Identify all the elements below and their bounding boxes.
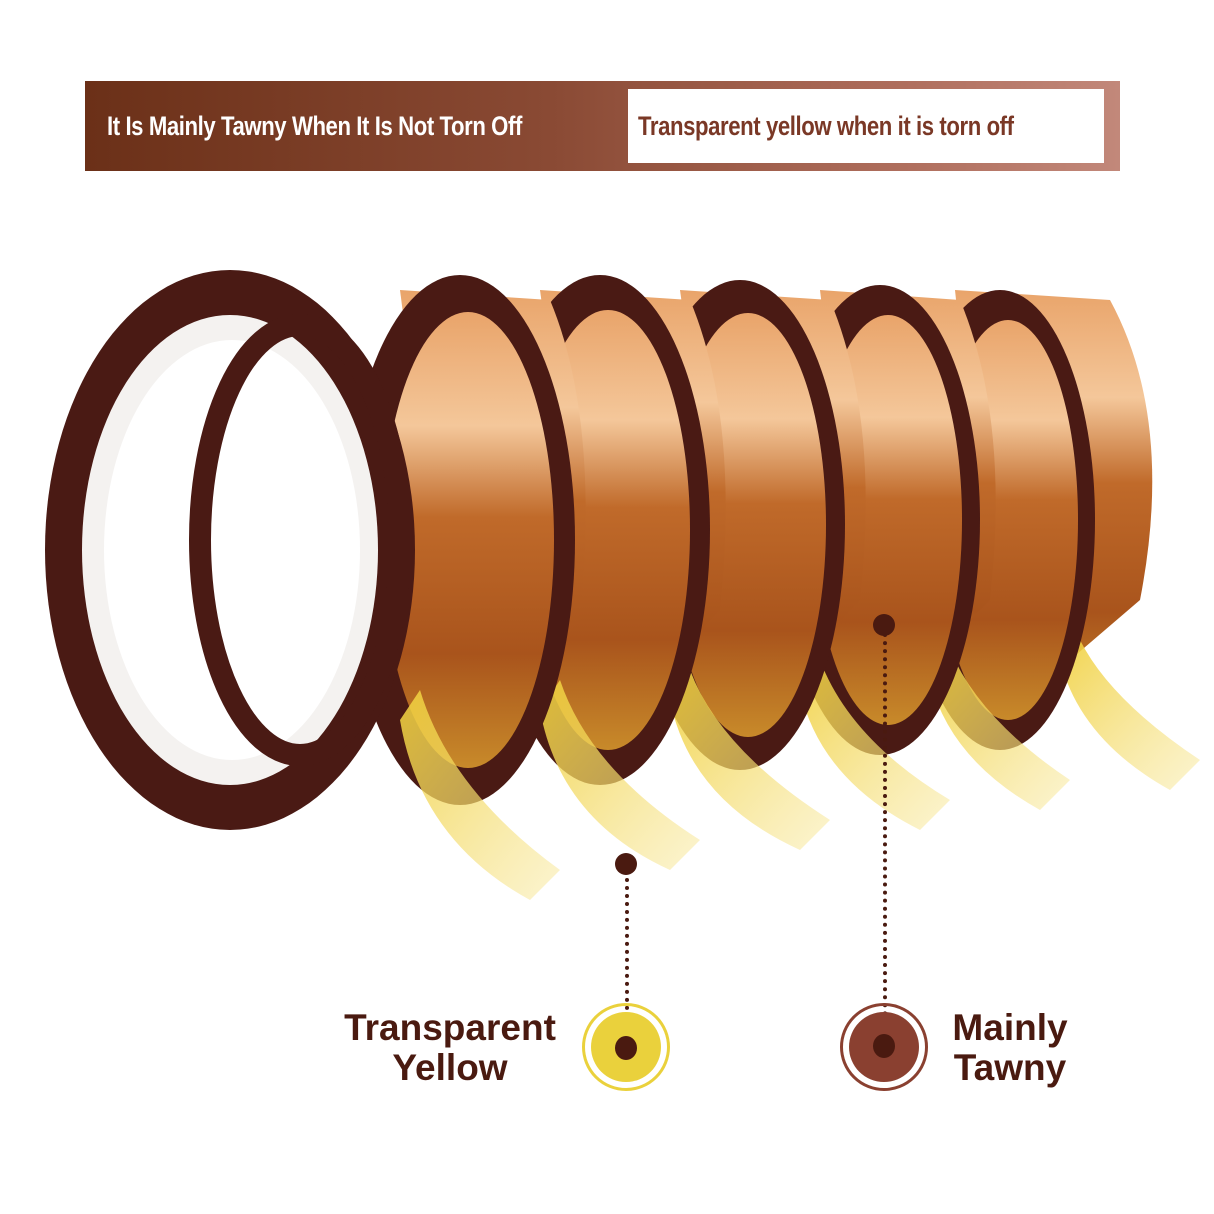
roll-4 — [635, 280, 950, 830]
tawny-label-line1: Mainly — [952, 1007, 1068, 1048]
roll-2 — [345, 275, 700, 870]
yellow-label-line1: Transparent — [344, 1007, 556, 1048]
banner-yellow-text: Transparent yellow when it is torn off — [638, 111, 1014, 141]
yellow-pointer-dot — [615, 853, 637, 875]
tawny-swatch-icon — [840, 1003, 928, 1091]
banner-yellow-box: Transparent yellow when it is torn off — [628, 89, 1104, 163]
tawny-pointer-dot — [873, 614, 895, 636]
roll-1-front — [45, 270, 560, 900]
tawny-pointer-line — [883, 625, 887, 1040]
mainly-tawny-label: Mainly Tawny — [945, 1008, 1075, 1088]
yellow-swatch-icon — [582, 1003, 670, 1091]
banner-tawny-text: It Is Mainly Tawny When It Is Not Torn O… — [107, 111, 522, 141]
tape-rolls-illustration — [45, 270, 1200, 900]
header-banner: It Is Mainly Tawny When It Is Not Torn O… — [85, 81, 1120, 171]
transparent-yellow-label: Transparent Yellow — [335, 1008, 565, 1088]
yellow-pointer-line — [625, 862, 629, 1042]
yellow-label-line2: Yellow — [392, 1047, 508, 1088]
tawny-label-line2: Tawny — [953, 1047, 1067, 1088]
